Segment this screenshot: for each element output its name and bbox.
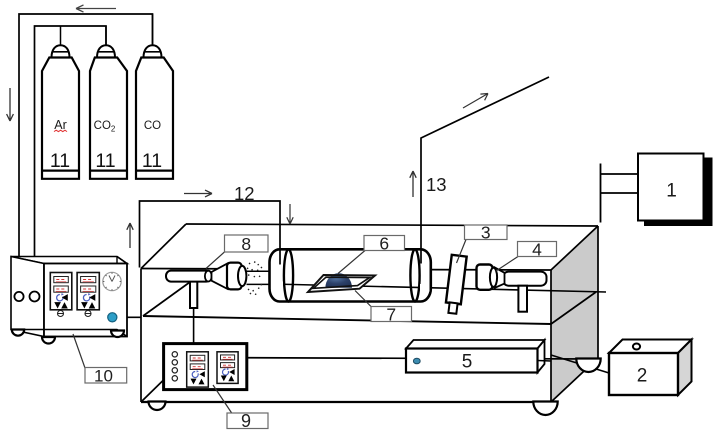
svg-text:8: 8: [241, 234, 251, 254]
svg-text:5: 5: [462, 352, 473, 373]
svg-text:3: 3: [481, 223, 491, 243]
svg-text:11: 11: [50, 150, 70, 172]
svg-text:10: 10: [94, 366, 113, 385]
svg-text:11: 11: [95, 150, 115, 172]
svg-text:2: 2: [637, 366, 648, 387]
svg-text:13: 13: [426, 174, 447, 195]
svg-text:CO: CO: [144, 120, 161, 132]
svg-text:7: 7: [386, 304, 396, 324]
svg-text:1: 1: [666, 181, 677, 202]
svg-text:6: 6: [379, 233, 389, 253]
svg-text:9: 9: [241, 411, 251, 431]
svg-text:12: 12: [234, 183, 255, 204]
svg-text:4: 4: [532, 239, 542, 259]
svg-text:11: 11: [142, 150, 162, 172]
